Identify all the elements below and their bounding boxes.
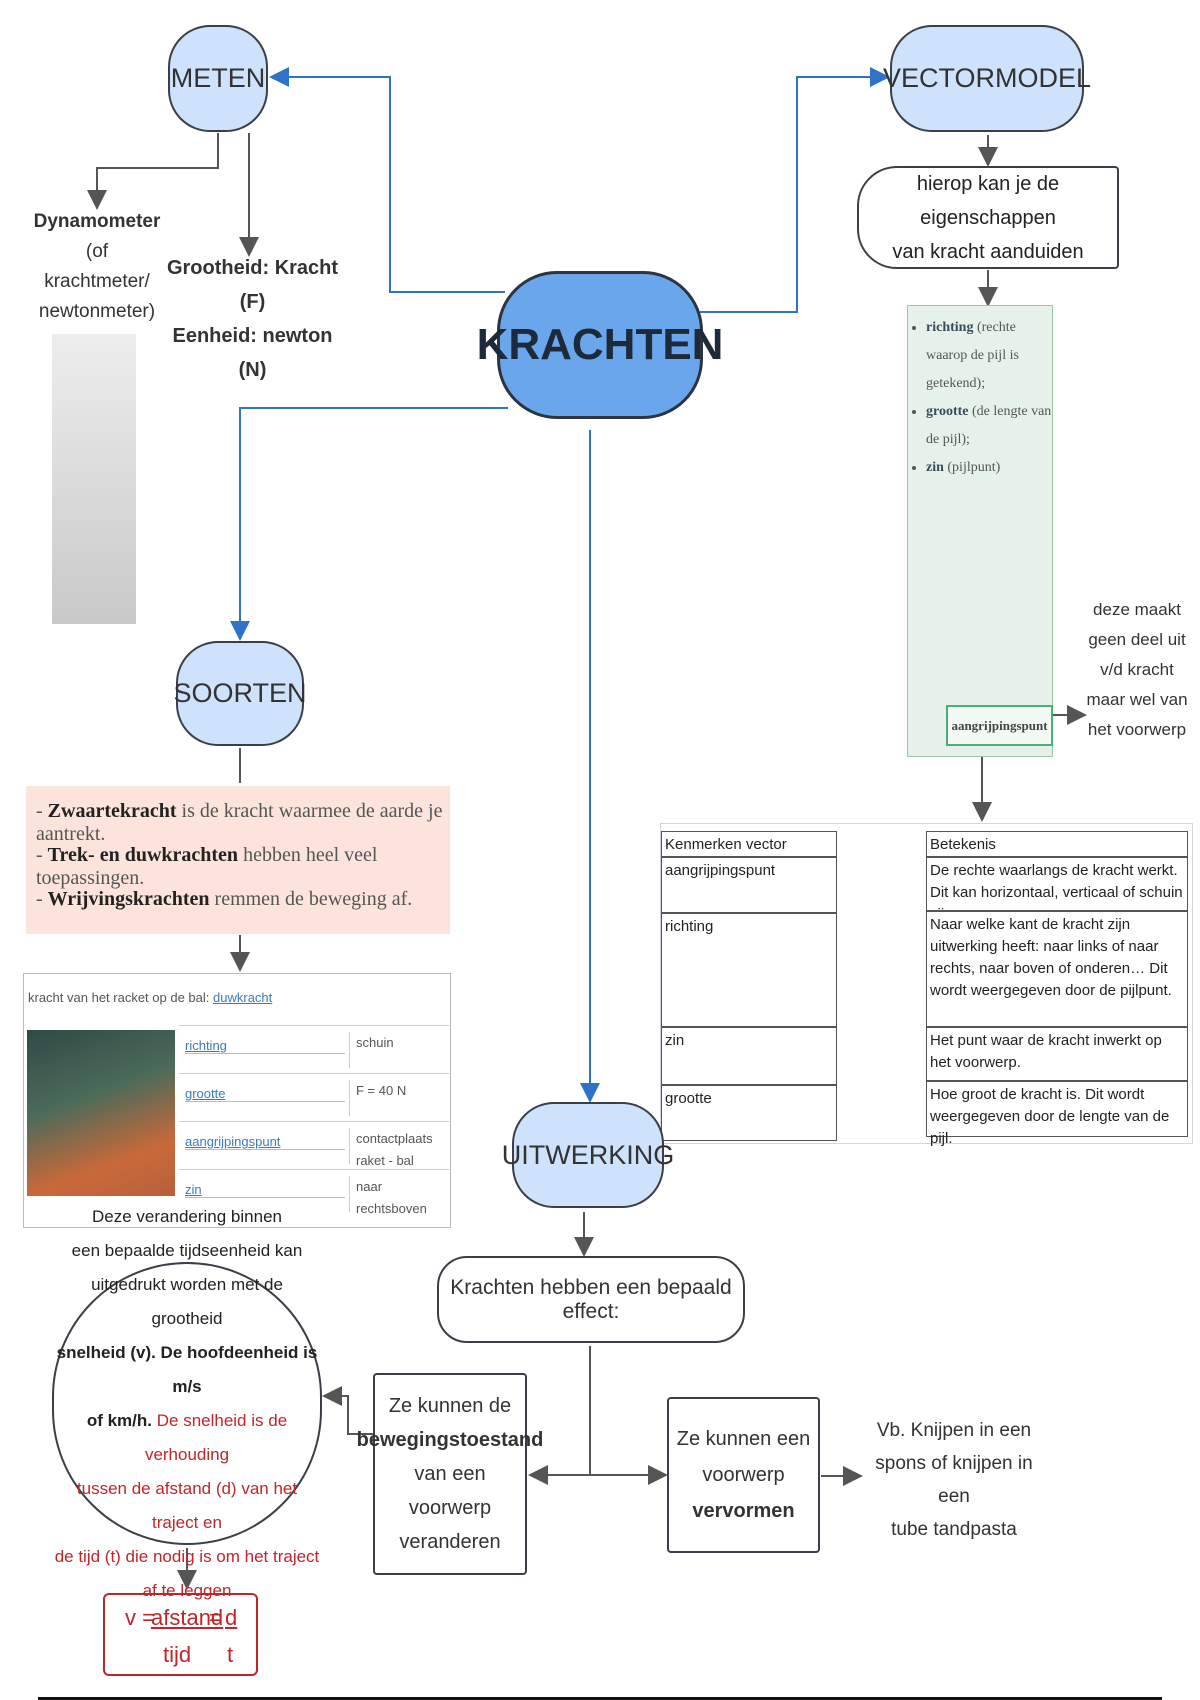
vervormen-line: Ze kunnen een [676, 1428, 811, 1450]
formula-num1: afstand [151, 1605, 224, 1630]
bottom-rule [38, 1697, 1162, 1700]
vervormen-bold: vervormen [692, 1500, 795, 1522]
center-node-krachten: KRACHTEN [477, 271, 723, 419]
soorten-list: - Zwaartekracht is de kracht waarmee de … [26, 786, 450, 934]
tennis-example-card: kracht van het racket op de bal: duwkrac… [23, 973, 451, 1228]
dynamometer-sub2: newtonmeter) [38, 301, 156, 322]
side-note-line: geen deel uit [1088, 630, 1186, 649]
arrow-to-vectormodel [700, 67, 890, 313]
table-right-cell: De rechte waarlangs de kracht werkt. Dit… [926, 857, 1188, 923]
table-left-cell: aangrijpingspunt [661, 857, 837, 913]
grootheid-text: Grootheid: Kracht (F) [166, 257, 339, 313]
vector-properties-panel: richting (rechte waarop de pijl is getek… [907, 305, 1053, 757]
dynamometer-sub1: (of krachtmeter/ [44, 241, 150, 292]
dynamometer-title: Dynamometer [33, 211, 161, 232]
formula-den1: tijd [163, 1642, 192, 1667]
vector-prop-grootte: grootte (de lengte van de pijl); [926, 398, 1052, 454]
soorten-item: - Trek- en duwkrachten hebben heel veel … [36, 844, 378, 889]
aangrijpingspunt-label: aangrijpingspunt [946, 705, 1053, 746]
arrow-to-snelheid [322, 1386, 373, 1435]
side-note-line: het voorwerp [1087, 720, 1187, 739]
table-left-cell: zin [661, 1027, 837, 1085]
snelheid-line: een bepaalde tijdseenheid kan [71, 1240, 303, 1260]
example-text: Vb. Knijpen in een spons of knijpen in e… [862, 1420, 1046, 1540]
effect-box: Krachten hebben een bepaald effect: [437, 1256, 745, 1343]
side-note-line: v/d kracht [1100, 660, 1174, 679]
table-header-left: Kenmerken vector [661, 831, 837, 857]
soorten-item: - Wrijvingskrachten remmen de beweging a… [36, 888, 413, 910]
table-right-cell: Hoe groot de kracht is. Dit wordt weerge… [926, 1081, 1188, 1147]
soorten-item: - Zwaartekracht is de kracht waarmee de … [36, 800, 443, 845]
snelheid-line: Deze verandering binnen [92, 1206, 282, 1226]
beweging-line: Ze kunnen de [388, 1395, 512, 1417]
snelheid-red: tussen de afstand (d) van het traject en [76, 1478, 298, 1532]
dynamometer-photo [52, 334, 136, 624]
soorten-node: SOORTEN [173, 641, 307, 746]
scroll-line2: van kracht aanduiden [892, 240, 1084, 263]
tennis-photo [27, 1030, 175, 1196]
vector-prop-richting: richting (rechte waarop de pijl is getek… [926, 314, 1052, 398]
example-line: spons of knijpen in een [875, 1453, 1033, 1507]
arrow-to-soorten [230, 407, 508, 641]
formula-num2: d [225, 1605, 238, 1630]
beweging-line: veranderen [399, 1531, 501, 1553]
snelheid-red: De snelheid is de verhouding [144, 1410, 288, 1464]
vector-table: Kenmerken vector Betekenis aangrijpingsp… [660, 823, 1193, 1147]
vervormen-line: voorwerp [702, 1464, 785, 1486]
side-note-line: maar wel van [1086, 690, 1188, 709]
eenheid-text: Eenheid: newton (N) [172, 325, 333, 381]
uitwerking-node: UITWERKING [502, 1102, 674, 1208]
side-note: deze maakt geen deel uit v/d kracht maar… [1082, 590, 1192, 750]
scroll-line1: hierop kan je de eigenschappen [916, 172, 1060, 229]
snelheid-red: de tijd (t) die nodig is om het traject [54, 1546, 320, 1566]
card-header-answer: duwkracht [213, 990, 273, 1005]
beweging-line: van een voorwerp [408, 1463, 492, 1519]
vectormodel-node: VECTORMODEL [883, 25, 1091, 132]
beweging-bold: bewegingstoestand [356, 1429, 544, 1451]
vervormen-box: Ze kunnen een voorwerp vervormen [667, 1397, 820, 1553]
table-left-cell: richting [661, 913, 837, 1027]
vector-scroll-box: hierop kan je de eigenschappen van krach… [857, 166, 1119, 269]
formula-v: v = [125, 1605, 155, 1630]
vector-prop-zin: zin (pijlpunt) [926, 454, 1052, 482]
snelheid-bold: of km/h. [86, 1410, 152, 1430]
table-right-cell: Naar welke kant de kracht zijn uitwerkin… [926, 911, 1188, 1027]
example-line: tube tandpasta [891, 1519, 1017, 1540]
side-note-line: deze maakt [1093, 600, 1181, 619]
vector-properties-list: richting (rechte waarop de pijl is getek… [908, 314, 1052, 482]
arrow-to-meten [269, 67, 505, 293]
example-line: Vb. Knijpen in een [876, 1420, 1032, 1441]
snelheid-bubble: Deze verandering binnen een bepaalde tij… [52, 1207, 322, 1600]
table-left-cell: grootte [661, 1085, 837, 1141]
table-right-cell: Het punt waar de kracht inwerkt op het v… [926, 1027, 1188, 1081]
snelheid-bold: snelheid (v). De hoofdeenheid is m/s [56, 1342, 318, 1396]
meten-node: METEN [168, 25, 268, 132]
grootheid-eenheid: Grootheid: Kracht (F) Eenheid: newton (N… [165, 257, 340, 381]
formula-den2: t [227, 1642, 234, 1667]
beweging-box: Ze kunnen de bewegingstoestand van een v… [357, 1373, 543, 1575]
table-header-right: Betekenis [926, 831, 1188, 857]
dynamometer-label: Dynamometer (of krachtmeter/ newtonmeter… [33, 211, 161, 322]
card-header: kracht van het racket op de bal: duwkrac… [28, 990, 273, 1005]
snelheid-line: uitgedrukt worden met de grootheid [91, 1274, 283, 1328]
formula-eq: = [209, 1605, 222, 1630]
arrow-to-dynamometer [87, 133, 219, 210]
velocity-formula: v = afstand tijd = d t [103, 1593, 258, 1676]
